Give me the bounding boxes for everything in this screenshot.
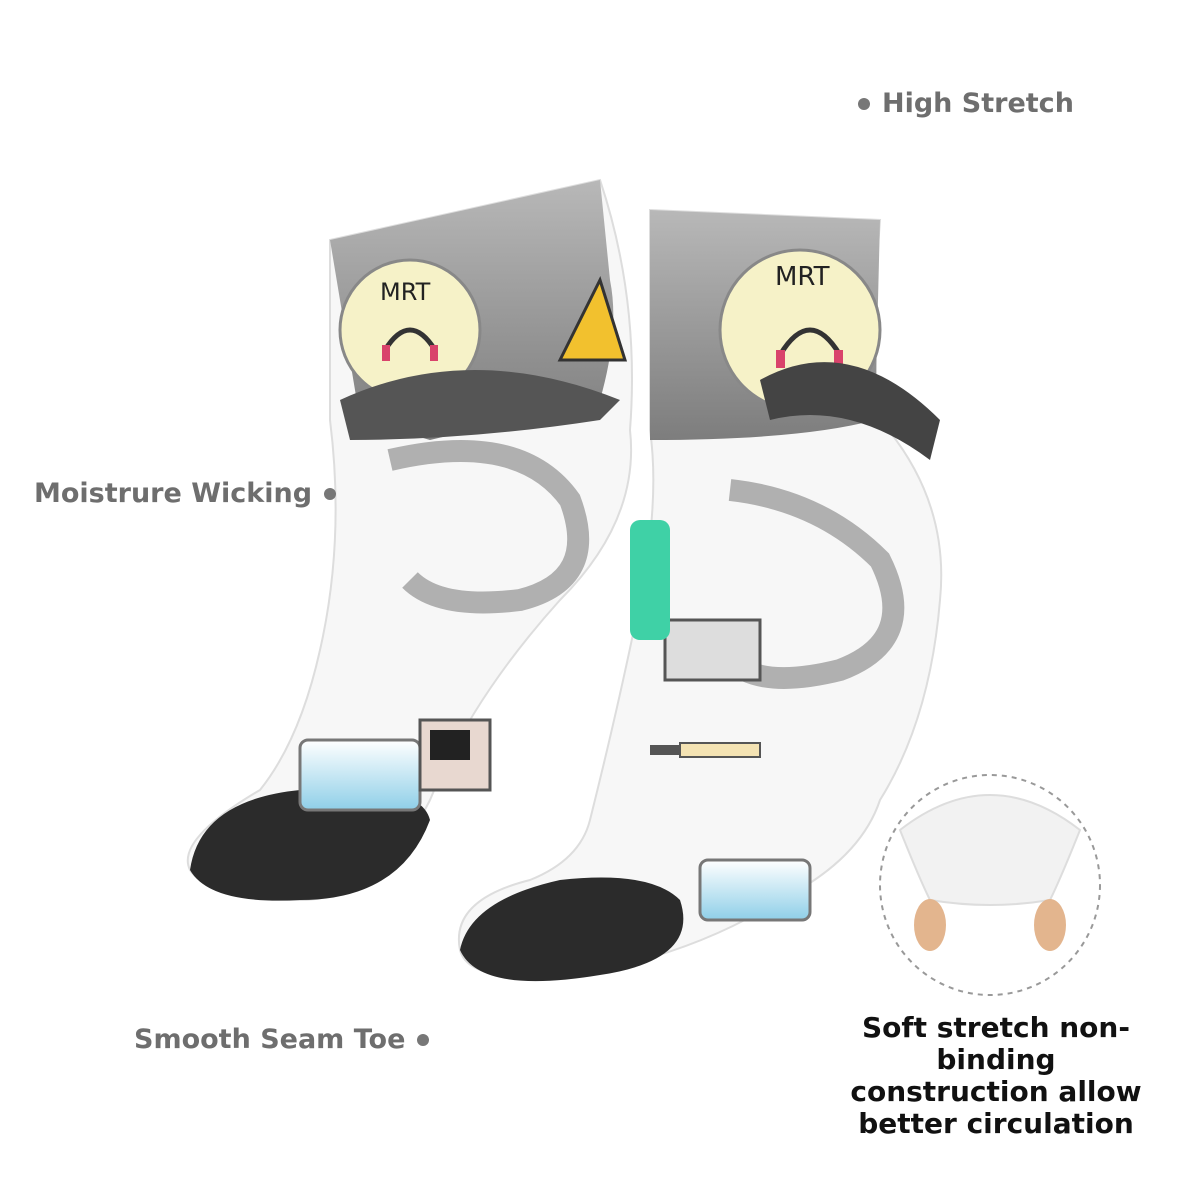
left-sock: MRT [186, 178, 633, 902]
left-monitor-icon [298, 738, 422, 812]
finger-left-icon [914, 899, 946, 951]
bullet-dot-icon [417, 1033, 430, 1046]
feature-text: Moistrure Wicking [34, 478, 313, 509]
right-sock: MRT [457, 208, 943, 982]
stretch-demo [879, 774, 1101, 996]
right-headphones-icon [777, 327, 843, 357]
left-c-arm [387, 440, 590, 614]
caption-line: construction allow [850, 1075, 1142, 1108]
right-toe [460, 877, 684, 982]
left-headphones-icon [382, 327, 438, 352]
feature-text: Smooth Seam Toe [134, 1024, 406, 1055]
right-detector-icon [663, 618, 762, 682]
stretch-caption: Soft stretch non-binding construction al… [816, 1012, 1176, 1140]
bullet-dot-icon [858, 97, 870, 110]
left-toe [190, 788, 430, 901]
finger-right-icon [1034, 899, 1066, 951]
feature-label-high-stretch: High Stretch [858, 88, 1074, 119]
right-mrt-bore [760, 362, 940, 460]
caption-line: Soft stretch non-binding [862, 1011, 1130, 1076]
right-c-arm [722, 479, 905, 689]
right-monitor-icon [698, 858, 812, 922]
caption-line: better circulation [858, 1107, 1134, 1140]
left-mrt-bore [340, 370, 620, 440]
feature-text: High Stretch [882, 88, 1074, 119]
right-teal-accent [630, 520, 670, 640]
feature-label-smooth-seam-toe: Smooth Seam Toe [134, 1024, 430, 1055]
bullet-dot-icon [324, 487, 337, 500]
stretched-fabric [898, 794, 1082, 906]
feature-label-moisture-wicking: Moistrure Wicking [34, 478, 337, 509]
right-mrt-text: MRT [775, 262, 830, 292]
left-warning-icon [557, 276, 628, 362]
left-mrt-text: MRT [380, 278, 431, 306]
